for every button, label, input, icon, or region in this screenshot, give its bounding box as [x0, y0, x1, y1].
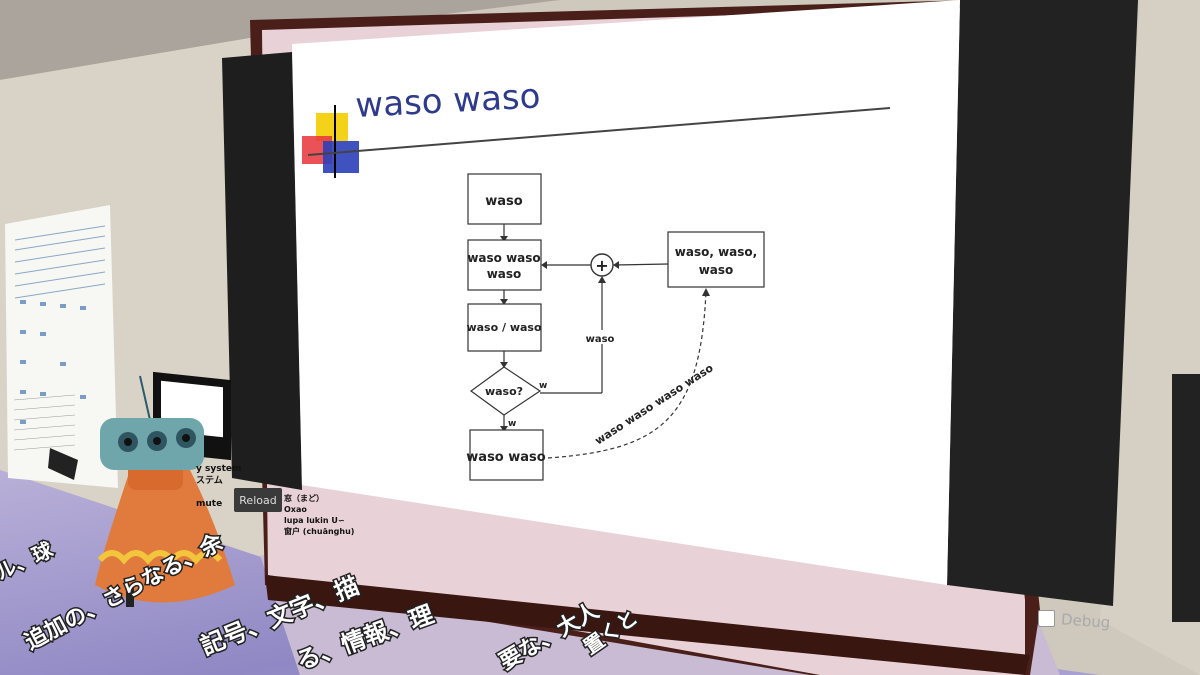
flow-box-right [667, 231, 765, 288]
flow-diamond-label: waso? [485, 385, 523, 398]
name-line-0: 窓（まど） [284, 494, 324, 503]
slide-logo [302, 105, 891, 178]
flow-break-label: waso [586, 334, 615, 345]
flow-w-right: w [539, 381, 547, 391]
side-label-line2: ステム [196, 476, 223, 486]
slide-title: waso waso [354, 76, 541, 126]
flow-right-line2: waso [699, 263, 734, 277]
flow-plus: + [595, 256, 608, 275]
flow-right-line1: waso, waso, [675, 245, 757, 259]
translation-names: 窓（まど） Oxao lupa lukin U∽ 窗户 (chuānghu) [284, 493, 354, 537]
flow-box-2 [467, 239, 542, 291]
flow-box-3-label: waso / waso [466, 321, 541, 334]
floor-text-5: ル、球 [0, 537, 57, 585]
flow-box-2-line2: waso [487, 267, 522, 281]
right-info-panel [1172, 374, 1200, 622]
debug-checkbox[interactable] [1038, 610, 1055, 627]
reload-button[interactable]: Reload [234, 488, 282, 512]
name-line-3: 窗户 (chuānghu) [284, 527, 355, 536]
flow-box-2-line1: waso waso [467, 251, 540, 265]
mute-label[interactable]: mute [196, 499, 223, 509]
side-labels: y system ステム mute [196, 463, 241, 510]
flow-box-4-label: waso waso [466, 450, 545, 465]
flow-box-4 [469, 429, 544, 481]
side-label-line1: y system [196, 464, 242, 474]
name-line-2: lupa lukin U∽ [284, 516, 345, 525]
debug-label: Debug [1060, 610, 1111, 632]
flow-box-1-label: waso [485, 194, 523, 209]
name-line-1: Oxao [284, 505, 307, 514]
flow-w-down: w [508, 419, 516, 429]
